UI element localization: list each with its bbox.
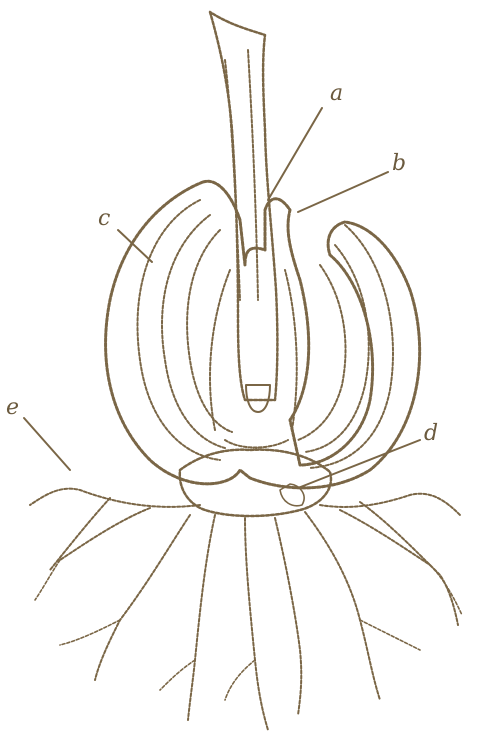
label-d: d [424, 421, 438, 446]
leader-b [298, 172, 388, 212]
outer-scales [106, 181, 420, 488]
leader-e [24, 418, 70, 470]
bud-scales [210, 270, 297, 448]
label-a: a [330, 81, 343, 106]
central-shoot [210, 12, 277, 412]
label-c: c [98, 206, 110, 231]
roots [30, 489, 462, 730]
leader-a [268, 108, 322, 200]
label-b: b [392, 151, 406, 176]
label-e: e [6, 395, 19, 420]
